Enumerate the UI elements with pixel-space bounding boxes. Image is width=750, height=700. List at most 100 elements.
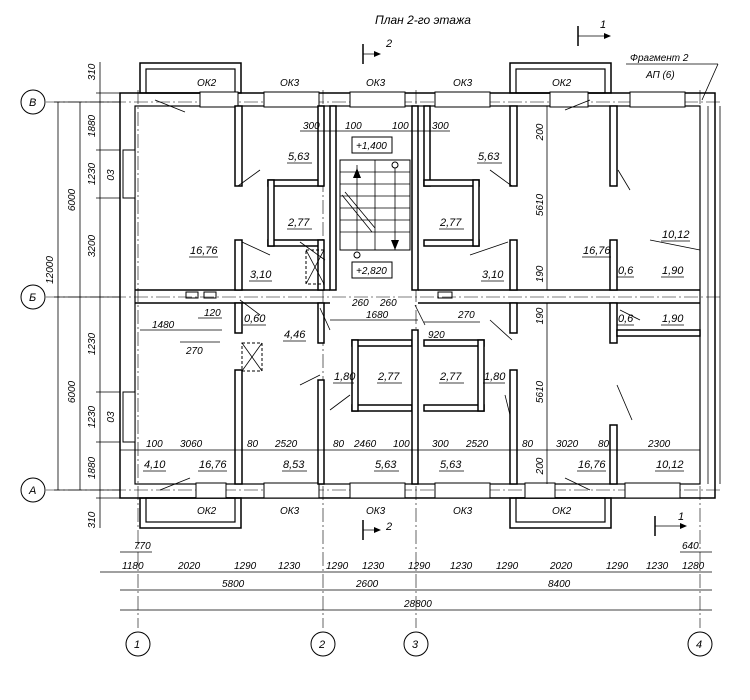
- axis-bubble-3: 3: [403, 631, 429, 657]
- svg-text:80: 80: [247, 439, 259, 450]
- svg-text:ОК3: ОК3: [280, 78, 300, 89]
- room-area: 0,6: [618, 265, 634, 277]
- svg-text:100: 100: [146, 439, 163, 450]
- section-label: 2: [385, 521, 392, 533]
- room-area: 1,80: [484, 371, 506, 383]
- svg-text:80: 80: [598, 439, 610, 450]
- staircase: +1,400 +2,820: [339, 136, 411, 279]
- svg-text:Б: Б: [29, 292, 36, 304]
- fragment-callout: Фрагмент 2 АП (6): [626, 53, 719, 101]
- svg-text:4: 4: [696, 639, 702, 651]
- section-label: 1: [600, 19, 606, 31]
- svg-text:1230: 1230: [87, 405, 98, 428]
- axis-bubble-v: В: [20, 89, 46, 115]
- svg-text:1290: 1290: [606, 561, 629, 572]
- bottom-dimensions: 770 640 1180 2020 1290 1230 1290 1230 12…: [100, 541, 712, 611]
- svg-text:190: 190: [535, 265, 546, 282]
- room-area: 2,77: [287, 217, 310, 229]
- inner-dimensions: 300 100 100 300 200 5610 190 190 5610 20…: [106, 106, 700, 484]
- level-mark-2820: +2,820: [356, 266, 387, 277]
- svg-text:300: 300: [432, 439, 449, 450]
- room-area: 3,10: [482, 269, 504, 281]
- svg-text:100: 100: [392, 121, 409, 132]
- svg-text:1280: 1280: [682, 561, 705, 572]
- svg-text:300: 300: [303, 121, 320, 132]
- room-area: 1,80: [334, 371, 356, 383]
- svg-text:3020: 3020: [556, 439, 579, 450]
- axis-bubble-b: Б: [20, 284, 46, 310]
- room-area: 10,12: [656, 459, 684, 471]
- svg-text:1230: 1230: [362, 561, 385, 572]
- svg-text:2: 2: [318, 639, 325, 651]
- svg-text:1290: 1290: [408, 561, 431, 572]
- svg-text:6000: 6000: [67, 188, 78, 211]
- svg-text:770: 770: [134, 541, 151, 552]
- svg-text:310: 310: [87, 63, 98, 80]
- room-area: 4,46: [284, 329, 306, 341]
- svg-text:1880: 1880: [87, 456, 98, 479]
- room-area: 16,76: [190, 245, 218, 257]
- svg-text:200: 200: [535, 457, 546, 475]
- svg-text:1290: 1290: [326, 561, 349, 572]
- svg-text:ОК3: ОК3: [366, 78, 386, 89]
- svg-text:03: 03: [106, 411, 117, 423]
- svg-text:12000: 12000: [45, 256, 56, 284]
- room-area: 16,76: [199, 459, 227, 471]
- svg-text:ОК2: ОК2: [197, 506, 217, 517]
- svg-text:1230: 1230: [646, 561, 669, 572]
- window-marks-top: ОК2 ОК3 ОК3 ОК3 ОК2: [197, 78, 572, 89]
- window-marks-bottom: ОК2 ОК3 ОК3 ОК3 ОК2: [197, 506, 572, 517]
- svg-text:А: А: [28, 485, 36, 497]
- svg-text:ОК3: ОК3: [366, 506, 386, 517]
- svg-text:В: В: [29, 97, 36, 109]
- fragment-ref: АП (6): [645, 70, 675, 81]
- svg-text:03: 03: [106, 169, 117, 181]
- svg-text:270: 270: [457, 310, 475, 321]
- svg-text:100: 100: [393, 439, 410, 450]
- svg-text:ОК3: ОК3: [453, 78, 473, 89]
- fragment-leader: [701, 63, 719, 101]
- svg-text:3200: 3200: [87, 234, 98, 257]
- room-area: 4,10: [144, 459, 166, 471]
- room-area: 5,63: [440, 459, 462, 471]
- balconies: [139, 62, 612, 529]
- svg-text:3: 3: [412, 639, 419, 651]
- room-area: 16,76: [583, 245, 611, 257]
- svg-text:1230: 1230: [450, 561, 473, 572]
- svg-text:640: 640: [682, 541, 699, 552]
- axis-bubble-a: А: [20, 477, 46, 503]
- svg-text:ОК2: ОК2: [552, 78, 572, 89]
- svg-text:2460: 2460: [353, 439, 377, 450]
- svg-text:80: 80: [333, 439, 345, 450]
- svg-text:5800: 5800: [222, 579, 245, 590]
- svg-text:5610: 5610: [535, 380, 546, 403]
- svg-text:8400: 8400: [548, 579, 571, 590]
- fragment-title: Фрагмент 2: [630, 53, 689, 64]
- svg-text:1230: 1230: [87, 162, 98, 185]
- room-area: 5,63: [375, 459, 397, 471]
- svg-text:1230: 1230: [278, 561, 301, 572]
- room-area: 0,60: [244, 313, 266, 325]
- svg-text:1: 1: [134, 639, 140, 651]
- section-label: 2: [385, 38, 392, 50]
- section-marker-2-bottom: 2: [362, 520, 392, 540]
- corridor-walls: [135, 289, 700, 304]
- axis-bubble-2: 2: [310, 631, 336, 657]
- svg-text:310: 310: [87, 511, 98, 528]
- svg-text:1180: 1180: [122, 561, 144, 572]
- svg-text:120: 120: [204, 308, 221, 319]
- svg-text:1290: 1290: [496, 561, 519, 572]
- svg-text:2300: 2300: [647, 439, 671, 450]
- room-area: 0,6: [618, 313, 634, 325]
- outer-walls: [119, 91, 721, 499]
- axis-bubble-4: 4: [687, 631, 713, 657]
- room-area: 2,77: [439, 217, 462, 229]
- level-mark-1400: +1,400: [356, 141, 387, 152]
- room-area: 10,12: [662, 229, 690, 241]
- svg-text:ОК3: ОК3: [280, 506, 300, 517]
- svg-text:3060: 3060: [180, 439, 203, 450]
- svg-text:ОК2: ОК2: [197, 78, 217, 89]
- room-area: 5,63: [478, 151, 500, 163]
- room-areas: 5,63 5,63 2,77 2,77 16,76 16,76 10,12 3,…: [143, 151, 690, 472]
